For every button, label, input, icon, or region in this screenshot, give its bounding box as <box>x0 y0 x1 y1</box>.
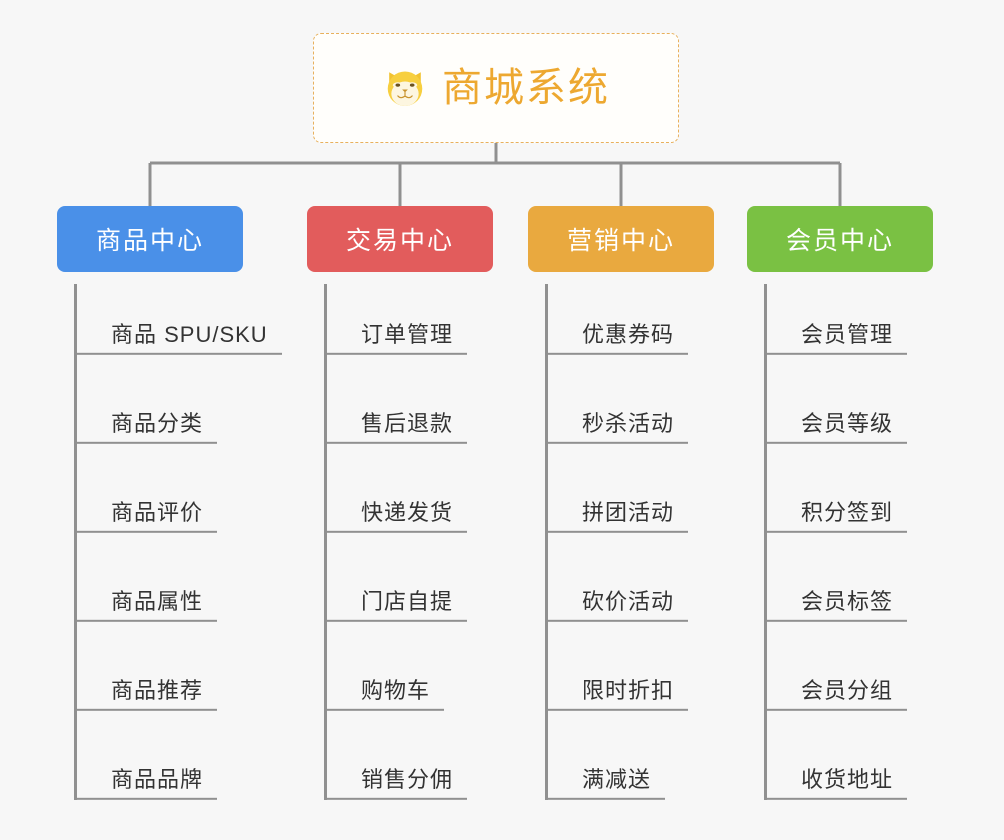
leaf-label: 秒杀活动 <box>582 410 675 436</box>
leaf-underline: 会员分组 <box>767 677 908 711</box>
leaf-label: 门店自提 <box>361 588 454 614</box>
leaf-underline: 门店自提 <box>327 588 468 622</box>
branch-header-label: 交易中心 <box>345 227 454 255</box>
leaf-underline: 商品 SPU/SKU <box>77 321 282 355</box>
leaf-label: 销售分佣 <box>361 766 454 792</box>
branch-spine-2: 优惠券码秒杀活动拼团活动砍价活动限时折扣满减送 <box>545 284 714 800</box>
branch-column-0: 商品中心商品 SPU/SKU 商品分类商品评价商品属性商品推荐商品品牌 <box>57 206 282 800</box>
leaf-label: 砍价活动 <box>582 588 675 614</box>
leaf-underline: 商品推荐 <box>77 677 218 711</box>
leaf-label: 商品 SPU/SKU <box>111 321 268 347</box>
leaf-underline: 会员标签 <box>767 588 908 622</box>
leaf-underline: 会员管理 <box>767 321 908 355</box>
leaf-underline: 砍价活动 <box>548 588 689 622</box>
branch-column-3: 会员中心会员管理会员等级积分签到会员标签会员分组收货地址 <box>747 206 933 800</box>
branch-spine-3: 会员管理会员等级积分签到会员标签会员分组收货地址 <box>764 284 933 800</box>
leaf-underline: 拼团活动 <box>548 499 689 533</box>
branch-header-label: 会员中心 <box>785 227 894 255</box>
leaf-label: 限时折扣 <box>582 677 675 703</box>
shiba-dog-face-icon <box>387 71 423 106</box>
leaf-underline: 销售分佣 <box>327 766 468 800</box>
leaf-label: 拼团活动 <box>582 499 675 525</box>
leaf-label: 订单管理 <box>361 321 454 347</box>
branch-spine-0: 商品 SPU/SKU 商品分类商品评价商品属性商品推荐商品品牌 <box>74 284 282 800</box>
leaf-underline: 满减送 <box>548 766 666 800</box>
leaf-underline: 积分签到 <box>767 499 908 533</box>
leaf-underline: 收货地址 <box>767 766 908 800</box>
leaf-label: 满减送 <box>582 766 652 792</box>
leaf-underline: 商品评价 <box>77 499 218 533</box>
leaf-label: 会员管理 <box>801 321 894 347</box>
leaf-underline: 会员等级 <box>767 410 908 444</box>
branch-header-3[interactable]: 会员中心 <box>747 206 933 272</box>
leaf-label: 会员标签 <box>801 588 894 614</box>
branch-column-2: 营销中心优惠券码秒杀活动拼团活动砍价活动限时折扣满减送 <box>528 206 714 800</box>
root-node[interactable]: 商城系统 <box>313 33 679 143</box>
leaf-underline: 购物车 <box>327 677 445 711</box>
branch-header-label: 营销中心 <box>566 227 675 255</box>
branch-column-1: 交易中心订单管理售后退款快递发货门店自提购物车销售分佣 <box>307 206 493 800</box>
leaf-label: 快递发货 <box>361 499 454 525</box>
leaf-label: 会员分组 <box>801 677 894 703</box>
leaf-underline: 优惠券码 <box>548 321 689 355</box>
leaf-underline: 快递发货 <box>327 499 468 533</box>
leaf-label: 收货地址 <box>801 766 894 792</box>
branch-header-2[interactable]: 营销中心 <box>528 206 714 272</box>
leaf-label: 商品评价 <box>111 499 204 525</box>
leaf-underline: 售后退款 <box>327 410 468 444</box>
leaf-label: 商品品牌 <box>111 766 204 792</box>
leaf-label: 商品推荐 <box>111 677 204 703</box>
leaf-underline: 订单管理 <box>327 321 468 355</box>
leaf-label: 优惠券码 <box>582 321 675 347</box>
leaf-underline: 商品属性 <box>77 588 218 622</box>
leaf-label: 会员等级 <box>801 410 894 436</box>
leaf-underline: 限时折扣 <box>548 677 689 711</box>
leaf-underline: 商品分类 <box>77 410 218 444</box>
leaf-label: 售后退款 <box>361 410 454 436</box>
leaf-label: 购物车 <box>361 677 431 703</box>
branch-header-label: 商品中心 <box>95 227 204 255</box>
leaf-label: 积分签到 <box>801 499 894 525</box>
leaf-label: 商品分类 <box>111 410 204 436</box>
branch-header-0[interactable]: 商品中心 <box>57 206 243 272</box>
leaf-label: 商品属性 <box>111 588 204 614</box>
branch-header-1[interactable]: 交易中心 <box>307 206 493 272</box>
leaf-underline: 商品品牌 <box>77 766 218 800</box>
leaf-underline: 秒杀活动 <box>548 410 689 444</box>
root-title: 商城系统 <box>442 66 610 110</box>
branch-spine-1: 订单管理售后退款快递发货门店自提购物车销售分佣 <box>324 284 493 800</box>
